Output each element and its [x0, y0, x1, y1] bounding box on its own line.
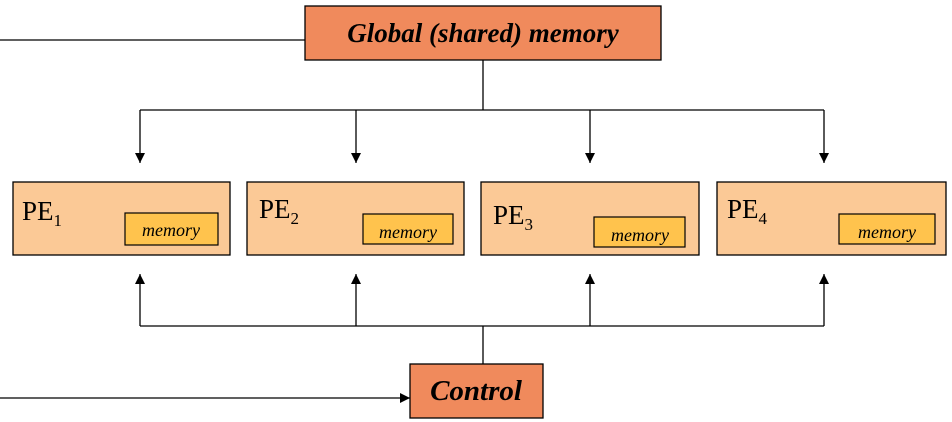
pe-box-1: PE1 memory [12, 181, 231, 256]
pe-label: PE4 [727, 194, 768, 228]
pe-label: PE3 [493, 200, 533, 234]
pe-local-memory-box [124, 212, 219, 246]
pe-local-memory-label: memory [858, 222, 916, 242]
pe-local-memory-box [593, 216, 686, 248]
pe-local-memory-box [362, 213, 454, 245]
pe-box-4: PE4 memory [716, 181, 947, 256]
pe-local-memory-label: memory [611, 225, 669, 245]
pe-label: PE2 [259, 194, 299, 228]
pe-local-memory-label: memory [142, 220, 200, 240]
pe-label: PE1 [22, 196, 62, 230]
control-rect [409, 363, 544, 419]
connectors [0, 39, 829, 403]
pe-local-memory-label: memory [379, 222, 437, 242]
global-memory-label: Global (shared) memory [347, 18, 619, 48]
pe-box-2: PE2 memory [246, 181, 465, 256]
global-memory-rect [304, 5, 662, 61]
pe-box-3: PE3 memory [480, 181, 700, 256]
global-memory-box: Global (shared) memory [304, 5, 662, 61]
control-box: Control [409, 363, 544, 419]
pe-local-memory-box [838, 213, 936, 245]
control-label: Control [430, 375, 523, 407]
